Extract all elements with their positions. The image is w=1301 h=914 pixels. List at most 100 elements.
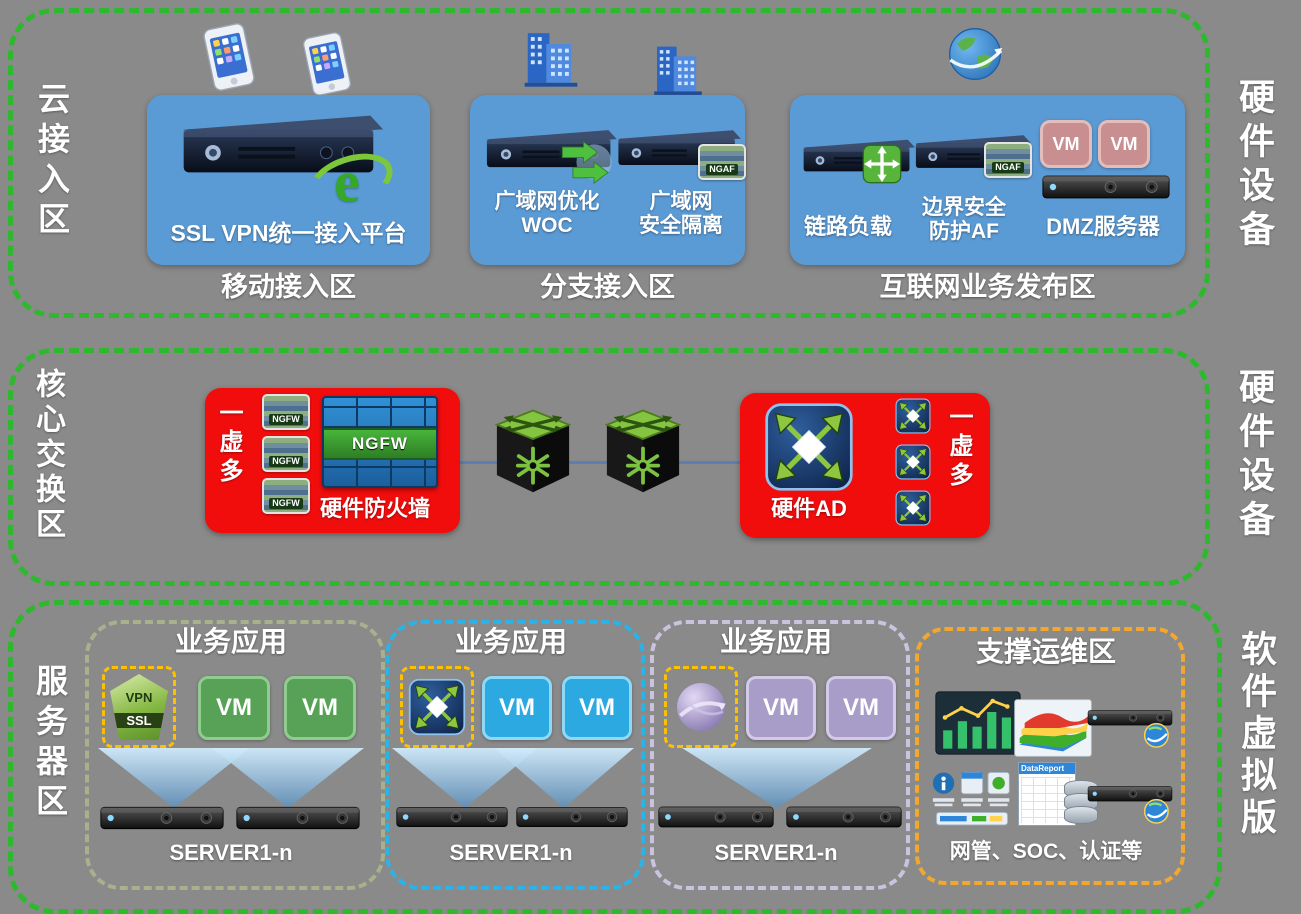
dmz-vm-box: VM xyxy=(1098,120,1150,168)
dmz-label: DMZ服务器 xyxy=(1046,214,1160,239)
zone-cloud-access-label: 云接入区 xyxy=(34,82,70,242)
zone-server-outline xyxy=(8,600,1222,914)
vm-label: VM xyxy=(843,694,879,721)
ad-chip-icon xyxy=(895,398,931,434)
isolation-label: 广域网 安全隔离 xyxy=(639,190,723,238)
cluster1-server-label: SERVER1-n xyxy=(169,840,293,865)
surface-chart-icon xyxy=(1012,698,1094,758)
database-cylinder-icon xyxy=(1064,806,1098,824)
ngfw-chip: NGFW xyxy=(262,394,310,430)
datareport-window: DataReport xyxy=(1018,762,1076,826)
ngfw-chip: NGFW xyxy=(262,436,310,472)
planet-icon xyxy=(671,677,731,737)
hardware-firewall-caption: 硬件防火墙 xyxy=(319,496,430,521)
ngfw-chip-label: NGFW xyxy=(269,413,303,425)
ngaf-chip: NGAF xyxy=(984,142,1032,178)
app-icons-group xyxy=(928,768,1016,832)
building-icon xyxy=(650,40,706,98)
ops-title: 支撑运维区 xyxy=(975,636,1116,667)
hardware-label-top: 硬件设备 xyxy=(1234,78,1275,254)
ngfw-chip: NGFW xyxy=(262,478,310,514)
server-globe-icon xyxy=(1086,704,1174,752)
app-cluster-ad xyxy=(385,620,645,890)
dmz-server-icon xyxy=(1042,172,1170,202)
ad-chip-icon xyxy=(895,490,931,526)
vm-box: VM xyxy=(198,676,270,740)
ad-highlight-box xyxy=(400,666,474,748)
ngfw-wall-band: NGFW xyxy=(324,427,436,461)
vm-box: VM xyxy=(284,676,356,740)
cluster2-title: 业务应用 xyxy=(454,626,567,657)
ops-caption: 网管、SOC、认证等 xyxy=(949,840,1143,863)
ngaf-chip-label: NGAF xyxy=(992,161,1024,173)
mobile-access-caption: 移动接入区 xyxy=(221,272,356,302)
software-virtual-label: 软件虚拟版 xyxy=(1236,630,1277,840)
vm-box: VM xyxy=(826,676,896,740)
vm-label: VM xyxy=(763,694,799,721)
web-highlight-box xyxy=(664,666,738,748)
ngfw-wall-label: NGFW xyxy=(352,433,408,453)
hardware-ad-caption: 硬件AD xyxy=(771,496,847,521)
cluster2-server-label: SERVER1-n xyxy=(449,840,573,865)
ad-soft-icon xyxy=(408,678,466,736)
load-balancer-chip-icon xyxy=(862,144,902,184)
vm-box: VM xyxy=(746,676,816,740)
ops-cluster xyxy=(915,627,1185,885)
vm-label: VM xyxy=(1110,133,1138,154)
rack-server-icon xyxy=(786,804,902,830)
rack-server-icon xyxy=(236,804,360,832)
vm-label: VM xyxy=(216,694,252,721)
vm-label: VM xyxy=(499,694,535,721)
core-switch-icon xyxy=(605,406,681,510)
rack-server-icon xyxy=(516,804,628,830)
bar-line-chart-icon xyxy=(933,690,1023,756)
internet-globe-icon xyxy=(945,24,1005,84)
zone-cloud-access-outline xyxy=(8,8,1210,318)
ssl-text: SSL xyxy=(113,713,165,728)
af-label: 边界安全 防护AF xyxy=(922,196,1006,244)
branch-access-caption: 分支接入区 xyxy=(540,272,675,302)
zone-core-switch-label: 核心交换区 xyxy=(31,368,64,543)
vpn-text: VPN xyxy=(125,690,153,705)
cluster3-title: 业务应用 xyxy=(719,626,832,657)
link-load-label: 链路负载 xyxy=(803,214,892,239)
zone-server-label: 服务器区 xyxy=(32,664,68,824)
core-switch-icon xyxy=(495,406,571,510)
core-connector-line xyxy=(440,461,760,464)
ie-letter: e xyxy=(334,148,360,214)
cluster1-title: 业务应用 xyxy=(174,626,287,657)
vm-box: VM xyxy=(482,676,552,740)
cluster3-server-label: SERVER1-n xyxy=(714,840,838,865)
datareport-icon: DataReport xyxy=(1018,762,1098,830)
ngaf-chip-label: NGAF xyxy=(706,163,738,175)
ngfw-chip-label: NGFW xyxy=(269,455,303,467)
ngfw-firewall-wall-icon: NGFW xyxy=(322,396,438,488)
ad-chip-icon xyxy=(895,444,931,480)
internet-publish-caption: 互联网业务发布区 xyxy=(879,272,1096,302)
vm-label: VM xyxy=(1052,133,1080,154)
datareport-title: DataReport xyxy=(1019,763,1075,774)
woc-label: 广域网优化 WOC xyxy=(494,190,600,238)
rack-server-icon xyxy=(658,804,774,830)
app-cluster-web xyxy=(650,620,910,890)
dmz-vm-box: VM xyxy=(1040,120,1092,168)
vm-label: VM xyxy=(579,694,615,721)
rack-server-icon xyxy=(396,804,508,830)
building-icon xyxy=(520,26,582,90)
branch-access-box xyxy=(470,95,745,265)
hardware-label-middle: 硬件设备 xyxy=(1234,368,1275,544)
vpn-ssl-icon: VPN SSL xyxy=(110,674,168,740)
server-globe-icon xyxy=(1086,780,1174,828)
vm-label: VM xyxy=(302,694,338,721)
ad-multi-label: 一虚多 xyxy=(945,404,972,491)
hardware-ad-icon xyxy=(764,402,854,492)
ie-browser-icon: e xyxy=(302,143,400,218)
wan-optimize-arrows-icon xyxy=(560,140,614,184)
firewall-multi-label: 一虚多 xyxy=(215,400,242,487)
zone-core-switch-outline xyxy=(8,348,1210,586)
vm-box: VM xyxy=(562,676,632,740)
sslvpn-highlight-box: VPN SSL xyxy=(102,666,176,748)
app-cluster-sslvpn xyxy=(85,620,385,890)
ngfw-chip-label: NGFW xyxy=(269,497,303,509)
